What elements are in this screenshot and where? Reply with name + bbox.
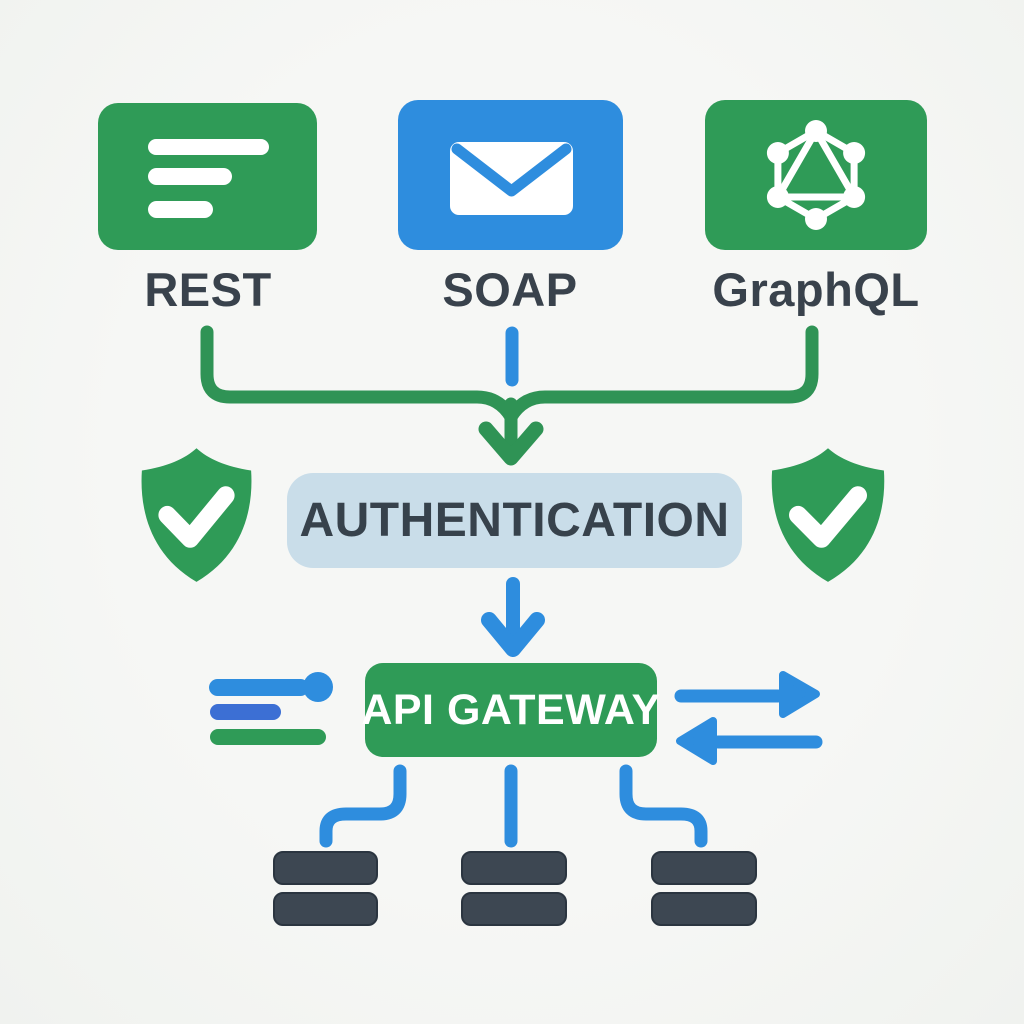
database-stack-icon (651, 851, 757, 926)
gateway-db-connectors (319, 764, 708, 848)
merge-arrowhead-icon (478, 421, 544, 466)
authentication-label: AUTHENTICATION (299, 494, 730, 547)
db-bar (461, 892, 567, 926)
db-bar (651, 892, 757, 926)
list-lines-icon (148, 139, 269, 218)
envelope-icon (450, 142, 573, 215)
merge-connector-right (504, 325, 819, 424)
merge-connector (200, 325, 819, 466)
request-lines-icon (209, 672, 333, 745)
rest-label: REST (144, 263, 272, 316)
db-bar (461, 851, 567, 885)
rest-card (98, 103, 317, 250)
authentication-pill: AUTHENTICATION (287, 473, 742, 568)
db-bar (273, 892, 378, 926)
merge-connector-left (200, 325, 518, 424)
shield-check-icon-right (771, 448, 885, 582)
database-stack-icon (273, 851, 378, 926)
down-arrow-icon (481, 577, 545, 657)
endpoint-dot-icon (303, 672, 333, 702)
db-bar (273, 851, 378, 885)
gateway-db-connector-right (619, 764, 708, 848)
shield-check-icon-left (141, 448, 252, 582)
db-bar (651, 851, 757, 885)
graphql-logo-icon (766, 120, 866, 230)
graphql-label: GraphQL (712, 263, 920, 316)
database-stack-icon (461, 851, 567, 926)
data-exchange-arrows-icon (674, 671, 823, 765)
api-gateway-box: API GATEWAY (361, 663, 660, 757)
gateway-db-connector-left (319, 764, 407, 848)
graphql-card (705, 100, 927, 250)
api-gateway-label: API GATEWAY (361, 685, 661, 734)
soap-card (398, 100, 623, 250)
soap-label: SOAP (442, 263, 578, 316)
